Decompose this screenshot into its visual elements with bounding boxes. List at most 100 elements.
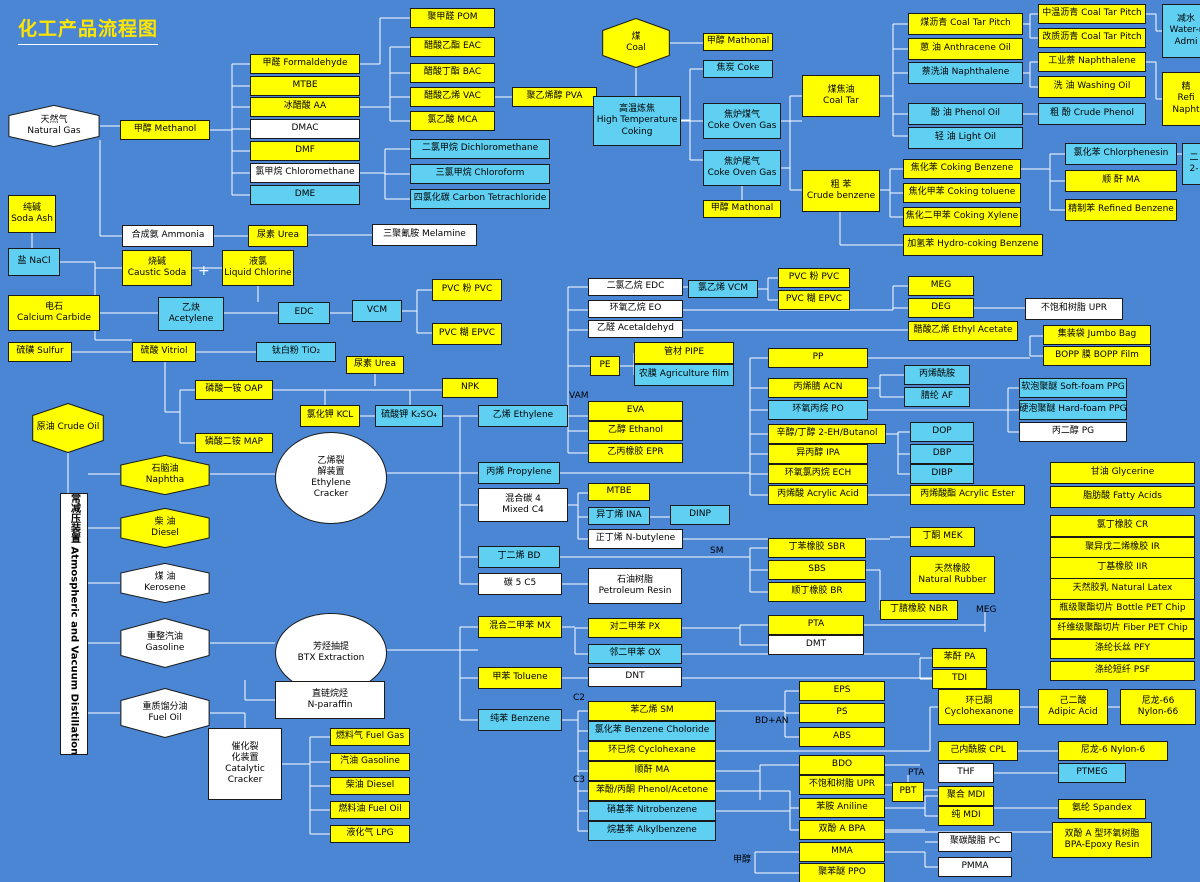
process-node: 碳 5 C5 [478,573,562,595]
node-text: 氯乙酸 MCA [427,115,478,126]
process-node: 甲醇 Mathonal [703,33,773,51]
process-node: 顺 酐 MA [1065,170,1177,192]
node-text: 常减压装置 Atmospheric and Vacuum Distillatio… [68,493,80,755]
process-node: 氯乙烯 VCM [688,280,758,298]
process-node: 醋酸丁酯 BAC [410,63,495,83]
node-text: 尼龙-66 [1141,695,1175,706]
node-text: 硫酸钾 K₂SO₄ [381,410,437,421]
node-text: Natural Rubber [918,575,987,585]
node-text: 环氧丙烷 PO [792,404,844,415]
node-text: 煤焦油 [827,84,855,95]
node-text: 醋酸丁酯 BAC [423,67,482,78]
process-node: 硫酸钾 K₂SO₄ [375,405,443,427]
node-text: PMMA [961,861,989,872]
node-text: EPS [833,685,851,696]
node-text: NPK [460,382,480,393]
process-node: 冰醋酸 AA [250,97,360,117]
node-text: 重质馏分油 [142,701,188,712]
node-text: 煤沥青 Coal Tar Pitch [920,18,1011,29]
process-node: 蒽 油 Anthracene Oil [908,38,1023,60]
process-node: 甲醇 Mathonal [703,200,781,218]
process-node: DMT [768,635,864,655]
node-text: Admi [1174,36,1198,47]
node-text: 己二酸 [1059,695,1087,706]
process-node: PMMA [938,857,1012,877]
process-node: 混合二甲苯 MX [478,616,562,638]
node-text: ABS [833,731,851,742]
node-text: 丙二醇 PG [1051,426,1095,437]
node-text: 醋酸乙酯 EAC [424,41,481,52]
process-node: EPS [799,681,885,701]
process-node: DME [250,185,360,205]
node-text: Calcium Carbide [16,313,92,323]
node-text: 乙醇 Ethanol [607,425,663,436]
process-node: PTA [768,615,864,635]
process-node: 正丁烯 N-butylene [588,529,683,549]
node-text: 三聚氰胺 Melamine [383,229,466,240]
process-node: 聚甲醛 POM [410,8,495,28]
node-text: 苯酐 PA [943,652,976,663]
process-node: 煤沥青 Coal Tar Pitch [908,13,1023,35]
node-text: 邻二甲苯 OX [609,648,661,659]
hexagon-shape [120,563,210,603]
node-text: 液氯 [248,256,267,267]
node-text: Kerosene [144,583,186,593]
flow-label: VAM [569,391,589,401]
node-text: 甲醇 Mathonal [710,203,774,214]
flow-label: 甲醇 [733,855,752,865]
process-node: 醋酸乙烯 Ethyl Acetate [908,321,1018,341]
process-node: 苯胺 Aniline [799,798,885,818]
process-node: 软泡聚醚 Soft-foam PPG [1019,378,1127,398]
process-node: 顺丁橡胶 BR [768,582,866,602]
node-text: DNT [625,671,645,682]
node-text: 聚异戊二烯橡胶 IR [1085,542,1160,553]
node-text: 脂肪酸 Fatty Acids [1083,491,1162,502]
process-node: TDI [932,669,987,689]
node-text: 化装置 [231,752,259,763]
process-node: 脂肪酸 Fatty Acids [1050,486,1195,508]
node-text: 硬泡聚醚 Hard-foam PPG [1019,404,1127,415]
node-text: N-paraffin [307,700,353,710]
process-node: 加氢苯 Hydro-coking Benzene [903,234,1043,256]
node-text: 焦炉尾气 [723,156,760,167]
process-node: 丁二烯 BD [478,546,560,568]
node-text: Catalytic [225,764,265,774]
flow-label: C3 [573,775,586,785]
node-text: Petroleum Resin [598,586,672,596]
node-text: 对二甲苯 PX [609,622,661,633]
process-node: 聚乙烯醇 PVA [512,87,597,107]
node-text: 粗 酚 Crude Phenol [1050,108,1134,119]
process-node: EDC [278,302,330,324]
node-text: EDC [294,307,314,318]
hexagon-fill [121,689,209,738]
node-text: 纯 MDI [951,810,981,821]
process-node: 苯酐 PA [932,648,987,668]
node-text: PP [812,352,824,363]
process-node: 涤纶短纤 PSF [1050,661,1195,681]
node-text: 合成氨 Ammonia [131,230,205,241]
node-text: 酚 油 Phenol Oil [930,108,1001,119]
process-node: 烷基苯 Alkylbenzene [588,821,716,841]
process-node: 合成氨 Ammonia [122,225,214,247]
node-text: 腈纶 AF [920,391,954,402]
node-text: DEG [931,302,951,313]
process-node: 钛白粉 TiO₂ [256,342,336,362]
node-text: DMF [295,145,315,156]
hexagon-fill [121,563,209,602]
process-node: BDO [799,755,885,775]
node-text: 硫酸 Vitriol [140,346,188,357]
hexagon-shape [120,508,210,548]
node-text: 不饱和树脂 UPR [808,779,876,790]
node-text: 冰醋酸 AA [283,101,327,112]
process-node: 工业萘 Naphthalene [1038,52,1146,72]
node-text: 焦化苯 Coking Benzene [910,163,1014,174]
